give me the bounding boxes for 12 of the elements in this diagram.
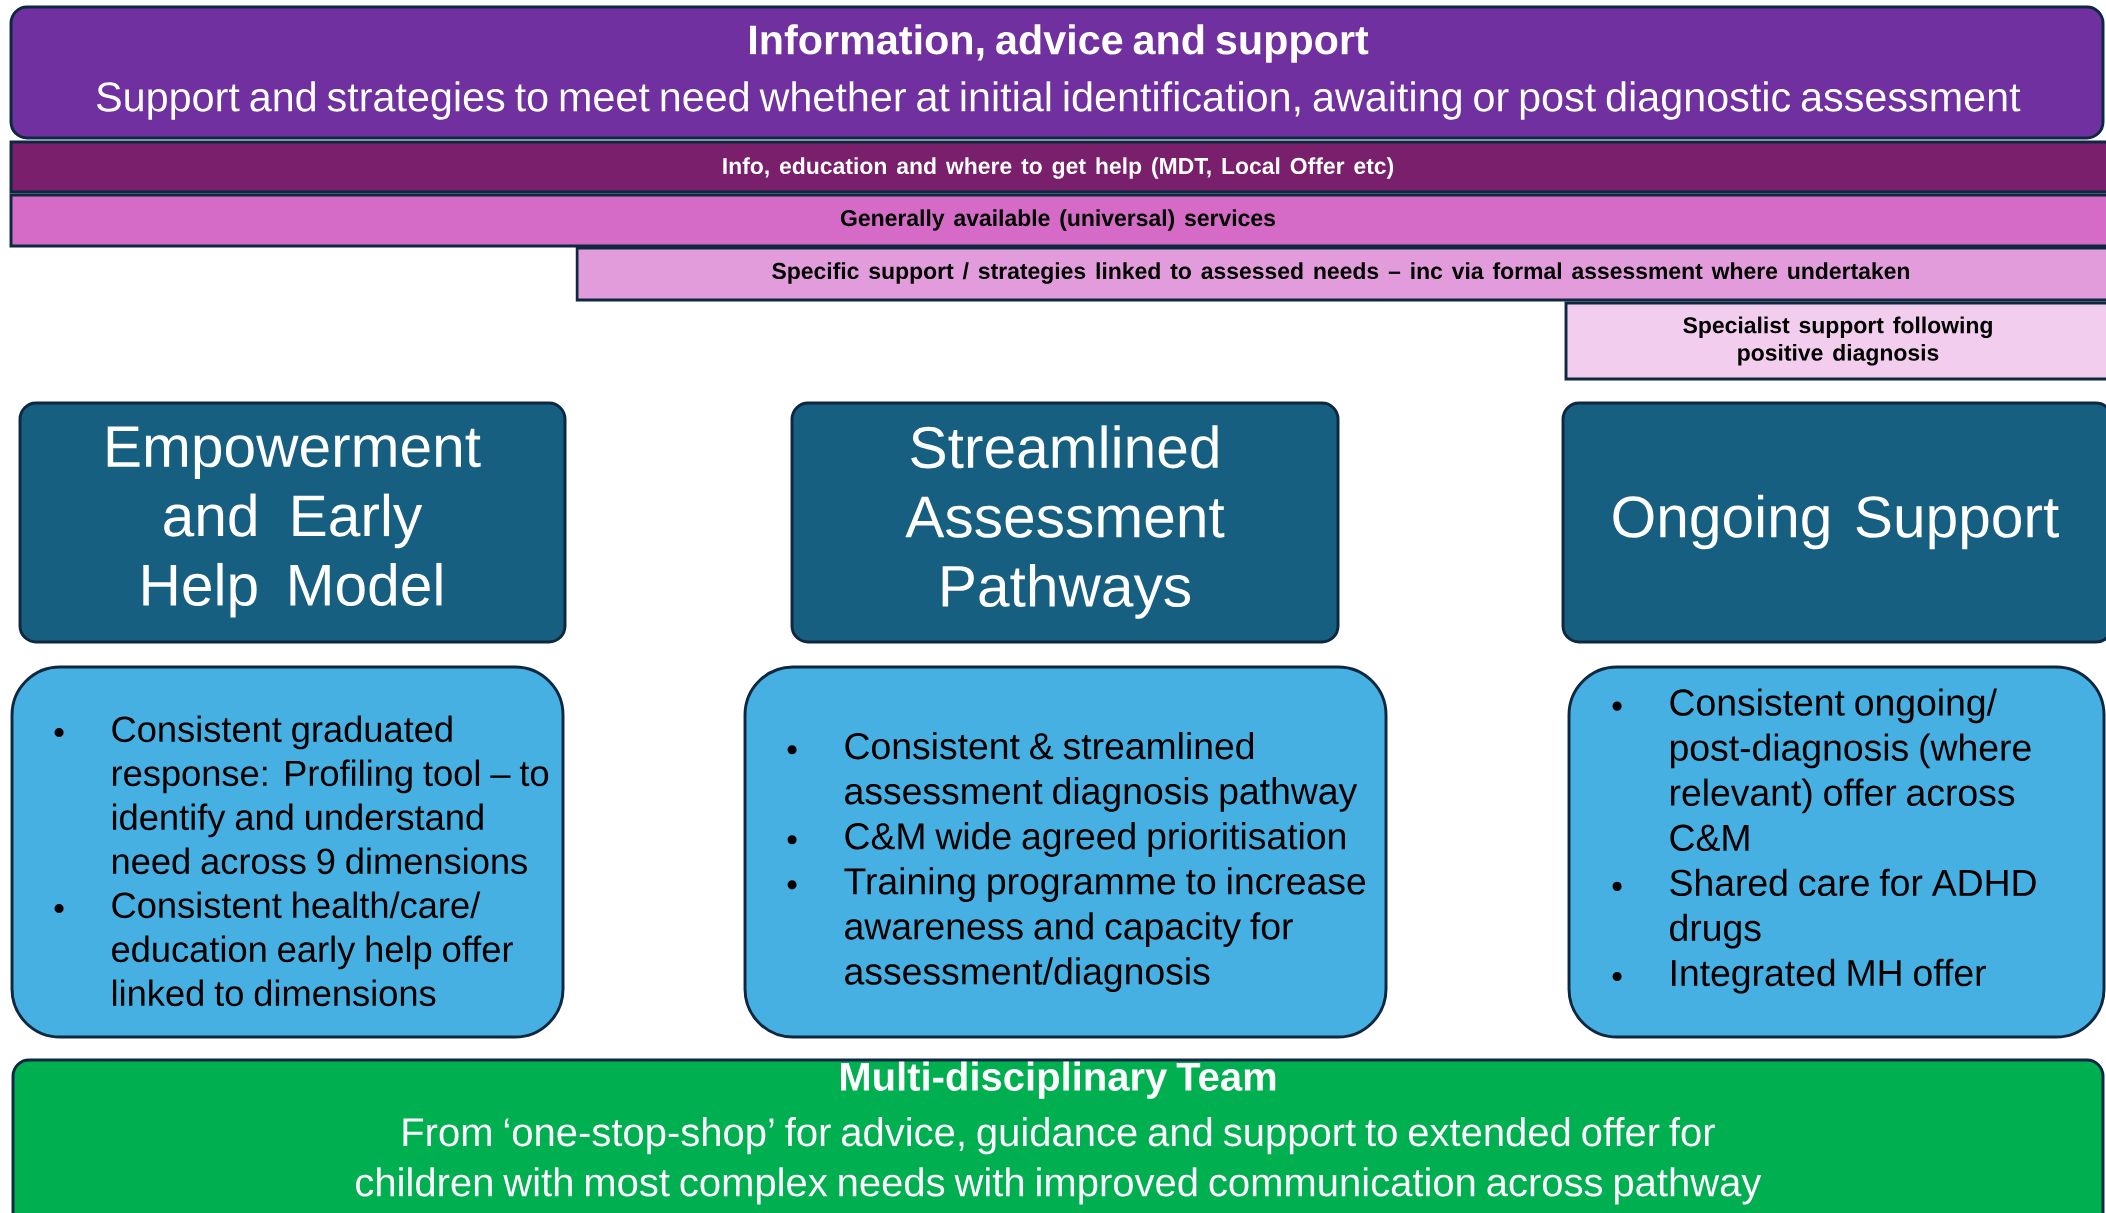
band: Generally available (universal) services xyxy=(9,193,2106,248)
bullet-box: Consistent ongoing/ post-diagnosis (where relevant) offer across C&M Shared care for ADHD drugs Integrated MH offer xyxy=(1567,665,2106,1039)
band: Specialist support following positive diagnosis xyxy=(1564,301,2106,381)
bullet-box: Consistent graduated response: Profiling tool – to identify and understand need across 9 dimensions Consistent health/care/ education early help offer linked to dimensions xyxy=(10,665,565,1039)
band: Info, education and where to get help (MDT, Local Offer etc) xyxy=(9,140,2106,194)
footer-banner: Multi-disciplinary Team From ‘one-stop-shop’ for advice, guidance and support to extended offer for children with most complex needs with improved communication across pathway xyxy=(11,1058,2105,1213)
heading-box: Empowerment and Early Help Model xyxy=(18,401,567,644)
header-banner: Information, advice and support Support and strategies to meet need whether at initial identification, awaiting or post diagnostic assessment xyxy=(9,5,2105,140)
heading-box: Ongoing Support xyxy=(1561,401,2106,644)
band: Specific support / strategies linked to assessed needs – inc via formal assessment where undertaken xyxy=(575,246,2106,302)
bullet-box: Consistent & streamlined assessment diagnosis pathway C&M wide agreed prioritisation Training programme to increase awareness and capacity for assessment/diagnosis xyxy=(743,665,1388,1039)
heading-box: Streamlined Assessment Pathways xyxy=(790,401,1340,644)
